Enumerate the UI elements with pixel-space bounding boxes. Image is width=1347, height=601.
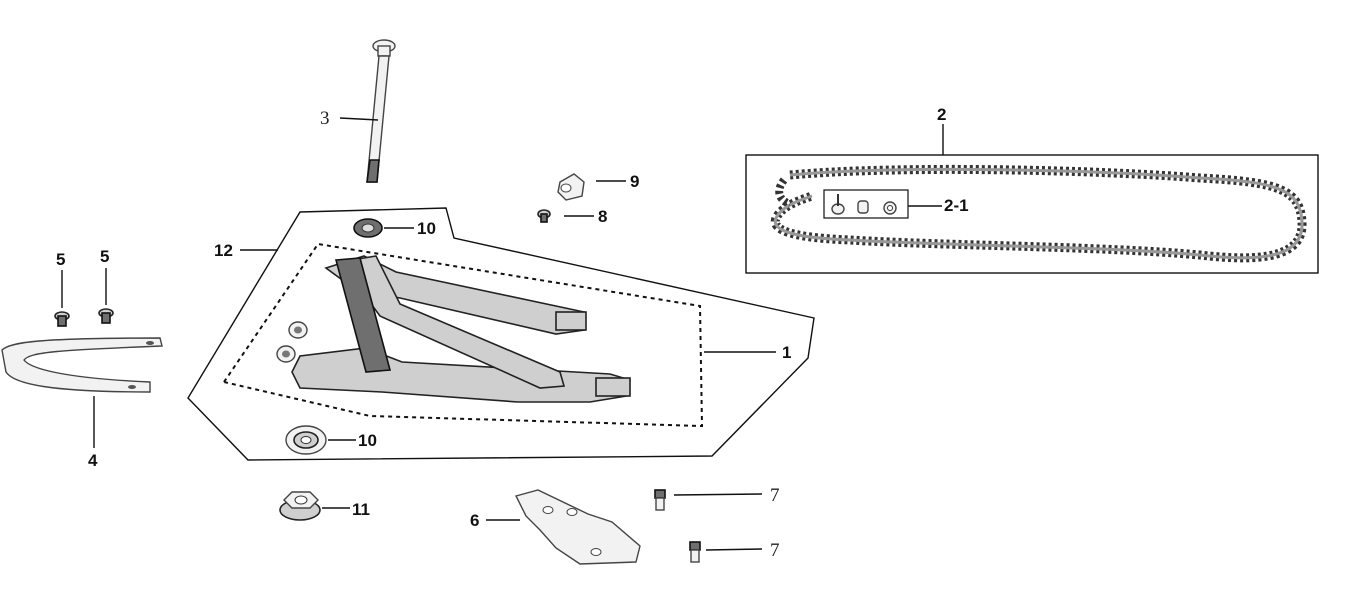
bracket-bolt-bottom-part (689, 541, 701, 563)
chain-clip-part (557, 173, 585, 201)
callout-5-left: 5 (56, 250, 65, 269)
callout-8: 8 (598, 207, 607, 226)
callout-2-1: 2-1 (944, 196, 969, 215)
callout-12: 12 (214, 241, 233, 260)
callout-6: 6 (470, 511, 479, 530)
callout-5-right: 5 (100, 247, 109, 266)
bushing-bottom-part (285, 425, 327, 455)
callout-9: 9 (630, 172, 639, 191)
chain-slider-part (1, 337, 163, 393)
axle-bolt-part (366, 39, 396, 183)
leader-7-bottom (705, 548, 763, 551)
master-link-part (831, 194, 897, 215)
swingarm-part (276, 255, 631, 403)
small-screw-part (537, 209, 551, 223)
slider-screw-right-part (98, 308, 114, 324)
callout-11: 11 (352, 500, 370, 519)
assembly-outline (187, 207, 815, 461)
drive-chain-part (770, 164, 1307, 263)
chain-frame (745, 154, 1319, 274)
leader-7-top (673, 493, 763, 496)
callout-4: 4 (88, 451, 98, 470)
callout-10-bottom: 10 (358, 431, 377, 450)
callout-10-top: 10 (417, 219, 436, 238)
flange-nut-part (279, 491, 321, 521)
callout-7-bottom: 7 (770, 540, 780, 561)
swingarm-dashed-outline (222, 242, 704, 428)
slider-screw-left-part (54, 311, 70, 327)
bracket-bolt-top-part (654, 489, 666, 511)
callout-7-top: 7 (770, 485, 780, 506)
leader-3 (339, 117, 379, 121)
callout-3: 3 (320, 108, 330, 129)
callout-1: 1 (782, 343, 791, 362)
bushing-top-part (353, 218, 383, 238)
chain-guide-bracket-part (514, 489, 641, 565)
callout-2: 2 (937, 105, 946, 124)
